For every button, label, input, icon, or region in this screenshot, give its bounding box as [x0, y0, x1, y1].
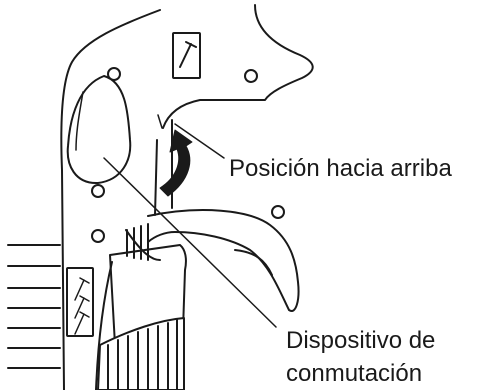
edge-ridges [7, 244, 61, 369]
leader-lines [103, 123, 277, 328]
body-holes [91, 67, 285, 243]
magazine-grip [95, 223, 187, 390]
hole [107, 67, 121, 81]
rotation-arrow-icon [157, 114, 193, 197]
staple-icon [66, 267, 94, 337]
label-position-up: Posición hacia arriba [229, 155, 452, 182]
hole [244, 69, 258, 83]
hole [91, 184, 105, 198]
hole [91, 229, 105, 243]
nail-icon [172, 32, 201, 79]
leader-line-position [174, 123, 225, 159]
leader-line-switch [103, 157, 277, 328]
hole [271, 205, 285, 219]
label-switch-device-line2: conmutación [286, 360, 422, 387]
switch-device [66, 75, 132, 185]
lower-lever [147, 209, 300, 312]
label-switch-device-line1: Dispositivo de [286, 327, 435, 354]
